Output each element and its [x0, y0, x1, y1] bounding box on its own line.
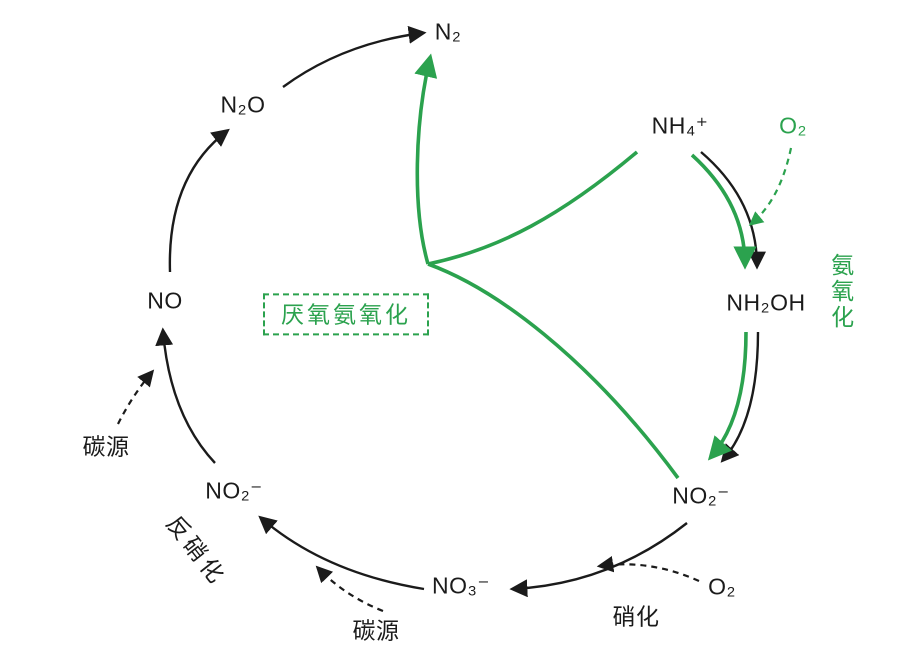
arrow-carbon-left-dashed — [117, 369, 155, 425]
arrow-nh4-to-nh2oh-green — [690, 153, 757, 270]
anammox-label-box: 厌氧氨氧化 — [263, 293, 429, 336]
node-no: NO — [147, 287, 183, 314]
carbon-source-bottom-label: 碳源 — [352, 617, 400, 644]
anammox-arrow-to-n2 — [414, 53, 438, 265]
node-n2o: N₂O — [220, 91, 266, 118]
arrow-carbon-bottom-dashed — [315, 565, 384, 613]
arrow-no-to-n2o — [168, 128, 230, 273]
carbon-source-left-label: 碳源 — [82, 433, 130, 460]
arrow-nh4-to-nh2oh-black — [700, 151, 766, 270]
node-o2-top: O₂ — [779, 112, 807, 139]
arrow-o2bottom-dashed — [596, 556, 700, 583]
arrow-nh2oh-to-no2right-green — [707, 331, 748, 461]
node-no2-left: NO₂⁻ — [205, 477, 263, 504]
node-o2-bottom: O₂ — [708, 573, 736, 600]
arrow-no2right-to-no3 — [509, 522, 688, 598]
node-n2: N₂ — [434, 18, 462, 45]
anammox-branch-from-no2 — [427, 262, 680, 480]
ammonia-oxidation-label: 氨氧化 — [827, 253, 854, 331]
nitrification-label: 硝化 — [612, 603, 660, 630]
arrow-o2top-dashed — [748, 147, 793, 226]
arrow-n2o-to-n2 — [282, 25, 427, 88]
node-no2-right: NO₂⁻ — [672, 482, 730, 509]
arrow-no3-to-no2left — [258, 515, 425, 591]
node-nh2oh: NH₂OH — [726, 289, 806, 316]
arrow-no2left-to-no — [155, 327, 216, 464]
anammox-label: 厌氧氨氧化 — [263, 293, 429, 336]
node-nh4: NH₄⁺ — [651, 112, 709, 139]
node-no3: NO₃⁻ — [431, 572, 491, 599]
anammox-branch-from-nh4 — [427, 150, 639, 266]
